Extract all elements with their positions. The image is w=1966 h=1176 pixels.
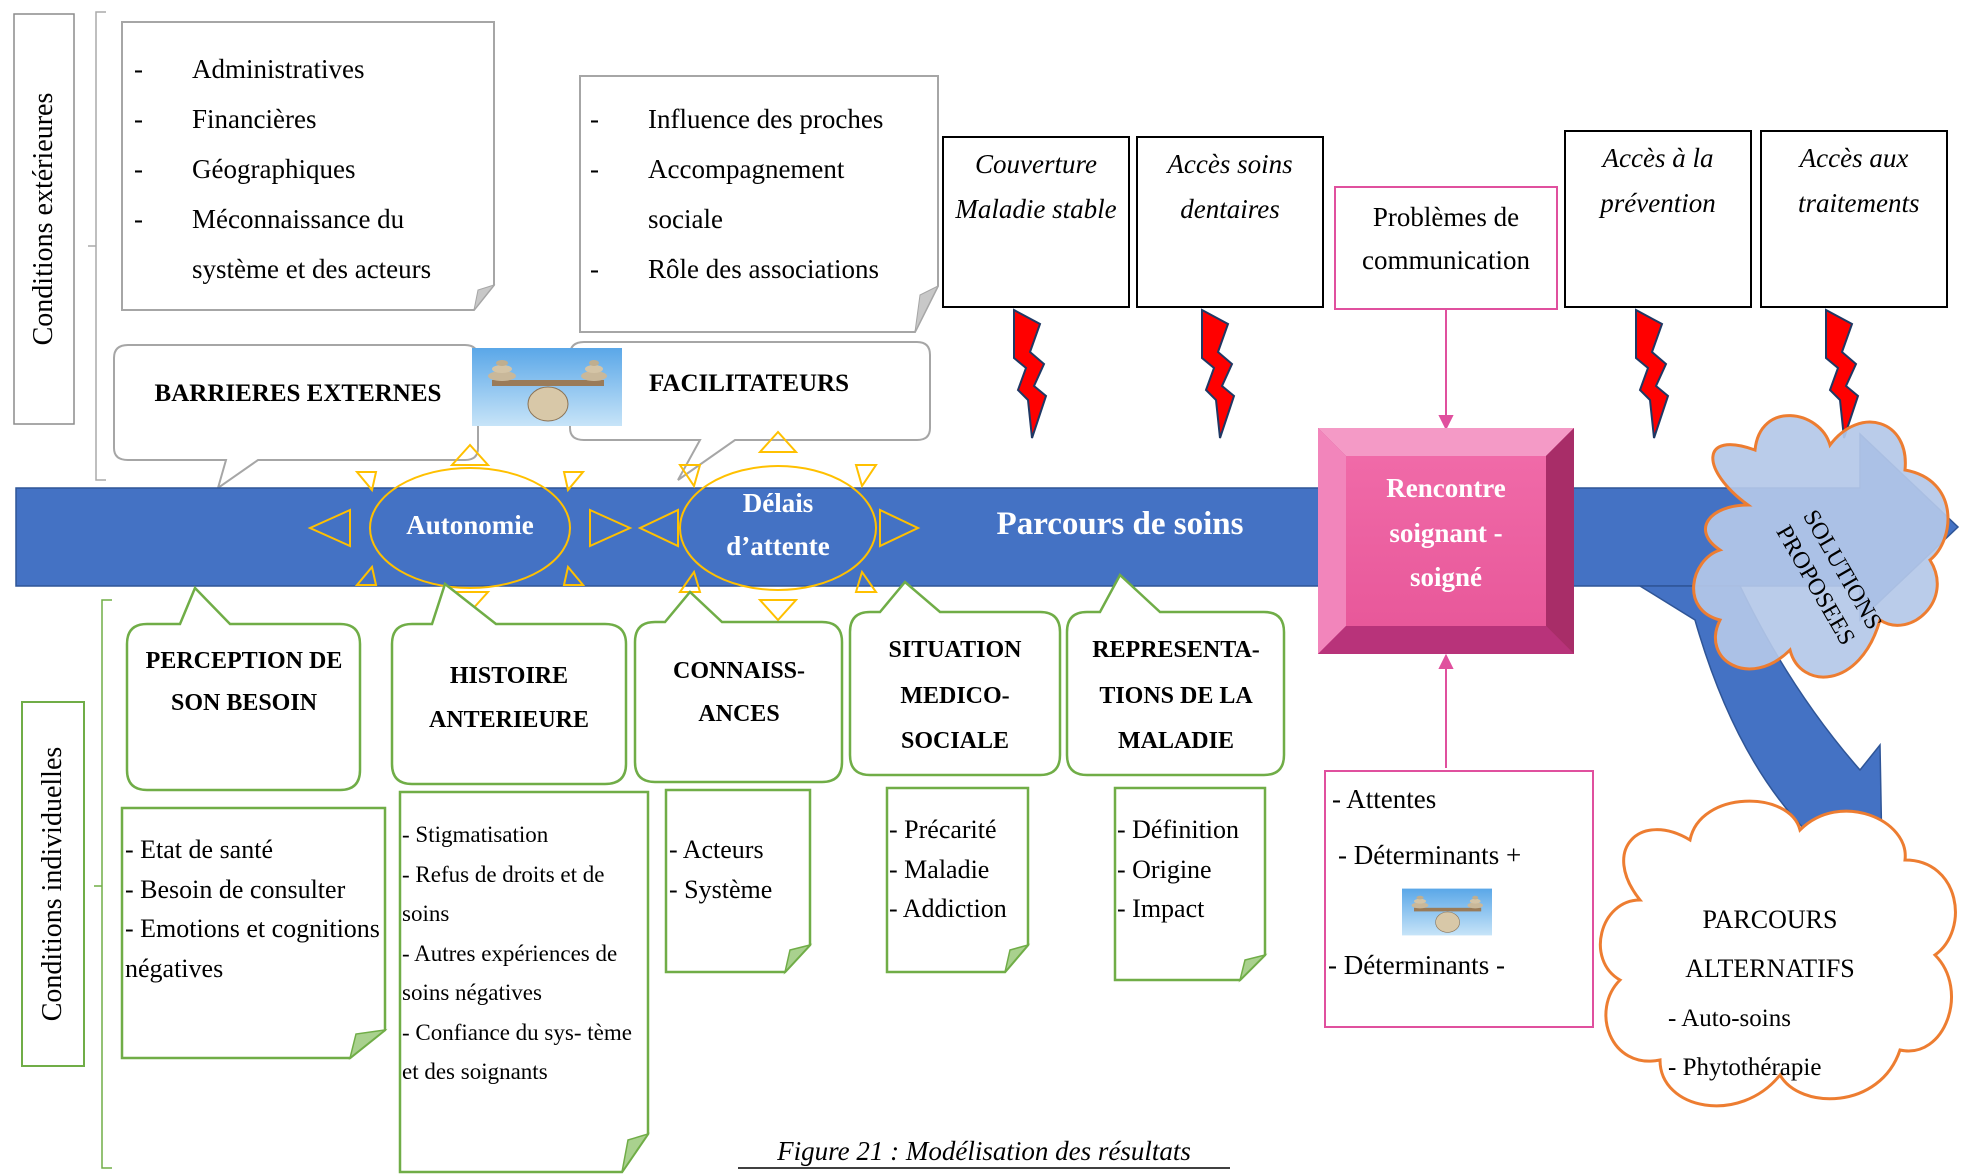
expectations-item: - Déterminants -	[1328, 950, 1505, 980]
alternatives-title: PARCOURS ALTERNATIFS	[1685, 905, 1855, 984]
meeting-label: Rencontre soignant - soigné	[1386, 473, 1506, 593]
note-item: - Impact	[1117, 894, 1205, 924]
facilitator-item: Influence des proches	[590, 94, 910, 144]
individual-conditions-label: Conditions individuelles	[37, 746, 68, 1022]
delays-sun	[637, 430, 921, 622]
individual-bracket	[94, 599, 112, 1169]
barrier-item: Géographiques	[134, 144, 479, 194]
facilitator-item: Rôle des associations	[590, 244, 910, 294]
note-item: - Maladie	[889, 854, 990, 884]
note-item: - Système	[669, 874, 773, 904]
bubble-situation	[848, 580, 1062, 777]
top-box-treatments: Accès aux traitements	[1760, 130, 1948, 308]
alternative-item: - Phytothérapie	[1668, 1053, 1822, 1081]
facilitators-callout-shape	[569, 341, 931, 481]
barriers-callout-label: BARRIERES EXTERNES	[154, 380, 442, 407]
note-item: - Etat de santé	[125, 835, 273, 864]
solutions-cloud	[1692, 414, 1950, 679]
lightning-icon	[1013, 309, 1047, 439]
note-item: - Addiction	[889, 894, 1007, 924]
expectations-item: - Attentes	[1332, 784, 1437, 814]
autonomy-label: Autonomie	[406, 510, 534, 540]
top-box-communication: Problèmes de communication	[1334, 186, 1558, 310]
bubble-perception-label: PERCEPTION DE SON BESOIN	[145, 648, 343, 716]
note-item: - Autres expériences de soins négatives	[402, 940, 618, 1006]
note-item: - Emotions et cognitions négatives	[125, 914, 380, 983]
notes-perception: - Etat de santé - Besoin de consulter - …	[125, 830, 383, 988]
notes-histoire: - Stigmatisation - Refus de droits et de…	[402, 815, 646, 1092]
bubble-histoire	[390, 581, 628, 786]
bubble-situation-label: SITUATION MEDICO- SOCIALE	[888, 637, 1022, 755]
bubble-histoire-label: HISTOIRE ANTERIEURE	[428, 663, 590, 734]
barrier-item: Financières	[134, 94, 479, 144]
note-item: - Définition	[1117, 815, 1240, 844]
care-path-title: Parcours de soins	[996, 506, 1244, 542]
expectations-item: - Déterminants +	[1338, 840, 1522, 870]
notes-connaissances: - Acteurs - Système	[669, 830, 809, 909]
balance-stones-icon	[1402, 888, 1492, 936]
figure-caption: Figure 21 : Modélisation des résultats	[777, 1136, 1191, 1166]
top-box-dental: Accès soins dentaires	[1136, 136, 1324, 308]
delays-label: Délais d’attente	[726, 488, 830, 562]
bubble-connaissances	[633, 590, 844, 784]
note-item: - Stigmatisation	[402, 822, 549, 847]
lightning-icon	[1201, 309, 1235, 439]
alternative-item: - Auto-soins	[1668, 1005, 1791, 1032]
autonomy-sun	[307, 443, 633, 614]
facilitator-item: Accompagnement sociale	[590, 144, 910, 244]
external-conditions-label: Conditions extérieures	[28, 92, 59, 346]
individual-label-box	[21, 701, 85, 1067]
barriers-callout-shape	[113, 344, 479, 491]
bubble-perception	[125, 585, 362, 792]
facilitators-list: Influence des proches Accompagnement soc…	[590, 94, 910, 294]
barrier-item: Méconnaissance du système et des acteurs	[134, 194, 479, 294]
note-item: - Précarité	[889, 815, 997, 844]
external-label-box	[13, 13, 75, 425]
bubble-representations-label: REPRESENTA- TIONS DE LA MALADIE	[1092, 637, 1260, 755]
alternatives-cloud	[1598, 799, 1957, 1108]
note-item: - Origine	[1117, 854, 1212, 884]
note-item: - Confiance du sys- tème et des soignant…	[402, 1019, 632, 1085]
top-box-coverage: Couverture Maladie stable	[942, 136, 1130, 308]
bubble-representations	[1065, 572, 1286, 777]
top-box-prevention: Accès à la prévention	[1564, 130, 1752, 308]
notes-representations: - Définition - Origine - Impact	[1117, 810, 1263, 929]
facilitators-callout-label: FACILITATEURS	[648, 370, 850, 397]
meeting-box-shape	[1318, 428, 1574, 654]
bubble-connaissances-label: CONNAISS- ANCES	[672, 658, 806, 728]
lightning-icon	[1635, 309, 1669, 439]
balance-stones-icon	[471, 347, 623, 427]
note-item: - Besoin de consulter	[125, 874, 346, 904]
notes-situation: - Précarité - Maladie - Addiction	[889, 810, 1029, 929]
lightning-icon	[1825, 309, 1859, 439]
note-item: - Acteurs	[669, 835, 764, 864]
alternatives-list: - Auto-soins - Phytothérapie	[1668, 995, 1888, 1093]
note-item: - Refus de droits et de soins	[402, 861, 605, 927]
barrier-item: Administratives	[134, 44, 479, 94]
barriers-list: Administratives Financières Géographique…	[134, 44, 479, 294]
external-bracket	[88, 11, 106, 481]
